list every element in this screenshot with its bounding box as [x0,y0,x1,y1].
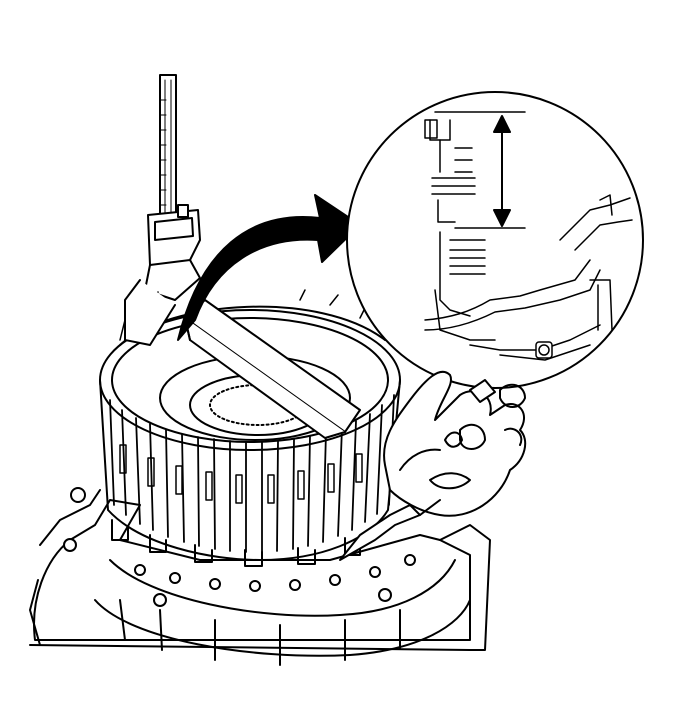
curved-arrow-icon [177,194,361,341]
depth-gauge-icon [124,74,201,346]
hand-icon [339,370,527,561]
drum-slats [109,394,395,553]
dimension-arrow-icon [493,115,511,227]
case-bolt-holes [63,487,416,607]
detail-magnifier-icon [346,91,644,389]
drum-windows [119,444,363,504]
transmission-case [29,487,491,666]
